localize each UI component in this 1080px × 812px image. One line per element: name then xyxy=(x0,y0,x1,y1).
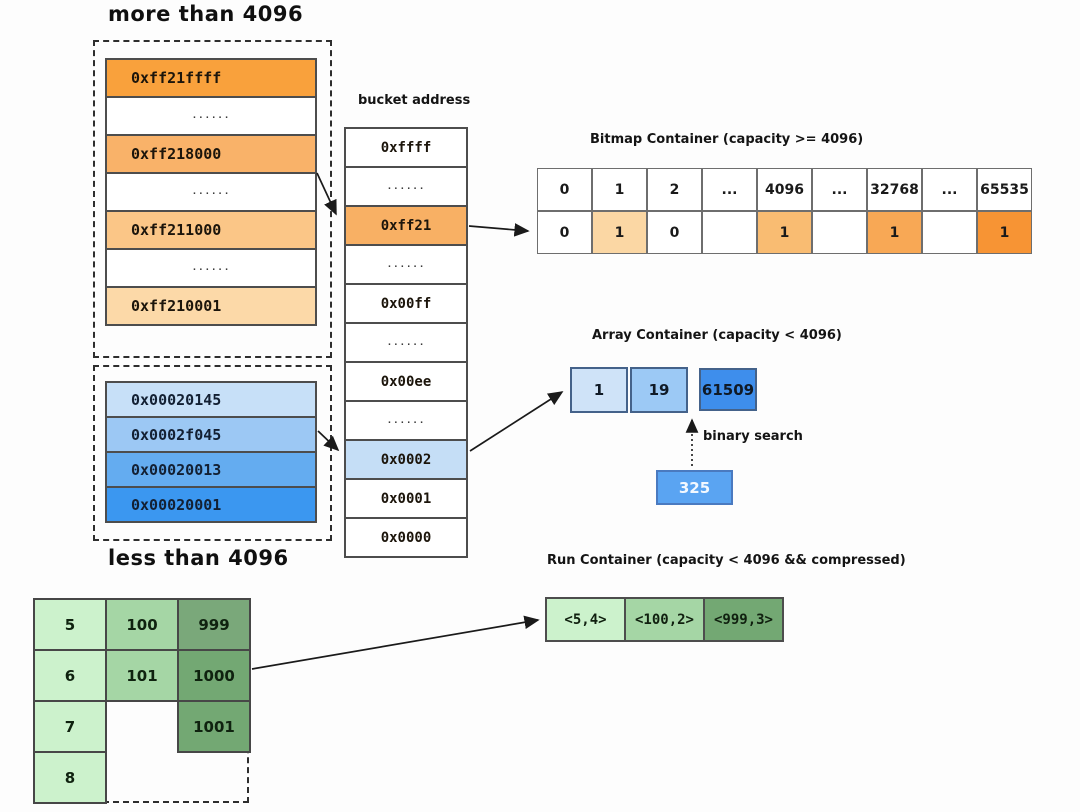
bucket-cell: 0x00ff xyxy=(344,283,468,324)
array-cell: 61509 xyxy=(699,368,757,411)
bitmap-container-title: Bitmap Container (capacity >= 4096) xyxy=(590,132,864,147)
less-than-label: less than 4096 xyxy=(108,546,289,570)
arrow-bucket-to-array xyxy=(469,391,564,452)
bitmap-bit-cell xyxy=(922,211,977,254)
high-page-cell: 0xff218000 xyxy=(105,134,317,174)
arrow-grid-to-run xyxy=(251,615,540,670)
value-cell: 6 xyxy=(33,649,107,702)
bucket-cell-highlight-blue: 0x0002 xyxy=(344,439,468,480)
value-cell: 8 xyxy=(33,751,107,804)
bitmap-container-table: 0 1 2 ... 4096 ... 32768 ... 65535 0 1 0… xyxy=(537,168,1032,254)
high-page-cell: 0xff211000 xyxy=(105,210,317,250)
bucket-address-label: bucket address xyxy=(358,93,471,108)
low-page-cell: 0x00020001 xyxy=(105,486,317,523)
ellipsis-cell: ...... xyxy=(344,244,468,285)
run-container-title: Run Container (capacity < 4096 && compre… xyxy=(547,553,906,568)
bitmap-index-cell: 0 xyxy=(537,168,592,211)
bitmap-index-cell: 4096 xyxy=(757,168,812,211)
low-pages-box xyxy=(93,365,332,541)
ellipsis-cell: ...... xyxy=(105,248,317,288)
bucket-cell: 0x0000 xyxy=(344,517,468,558)
bitmap-index-cell: 2 xyxy=(647,168,702,211)
bitmap-index-cell: 1 xyxy=(592,168,647,211)
value-cell: 7 xyxy=(33,700,107,753)
binary-search-label: binary search xyxy=(703,429,803,444)
high-pages-stack: 0xff21ffff ...... 0xff218000 ...... 0xff… xyxy=(105,58,317,326)
ellipsis-cell: ...... xyxy=(344,166,468,207)
bitmap-bit-cell xyxy=(702,211,757,254)
bucket-address-column: 0xffff ...... 0xff21 ...... 0x00ff .....… xyxy=(344,127,468,558)
bitmap-bit-cell: 1 xyxy=(757,211,812,254)
value-cell: 1000 xyxy=(177,649,251,702)
bitmap-index-cell: 65535 xyxy=(977,168,1032,211)
binary-search-value-box: 325 xyxy=(656,470,733,505)
arrow-bucket-to-bitmap xyxy=(468,223,530,237)
run-cell: <999,3> xyxy=(703,597,784,642)
value-cell: 101 xyxy=(105,649,179,702)
run-values-grid: 5 100 999 6 101 1000 7 1001 8 xyxy=(33,598,251,804)
bitmap-bit-cell: 0 xyxy=(537,211,592,254)
low-page-cell: 0x00020145 xyxy=(105,381,317,418)
bitmap-bit-cell: 1 xyxy=(977,211,1032,254)
ellipsis-cell: ...... xyxy=(105,96,317,136)
bitmap-bit-cell xyxy=(812,211,867,254)
run-cell: <5,4> xyxy=(545,597,626,642)
run-cell: <100,2> xyxy=(624,597,705,642)
array-cell: 19 xyxy=(630,367,688,413)
run-container-table: <5,4> <100,2> <999,3> xyxy=(545,597,784,642)
bitmap-bit-cell: 0 xyxy=(647,211,702,254)
low-pages-stack: 0x00020145 0x0002f045 0x00020013 0x00020… xyxy=(105,381,317,523)
bucket-cell: 0xffff xyxy=(344,127,468,168)
low-page-cell: 0x0002f045 xyxy=(105,416,317,453)
bitmap-bit-cell: 1 xyxy=(592,211,647,254)
array-cell: 1 xyxy=(570,367,628,413)
bitmap-bit-cell: 1 xyxy=(867,211,922,254)
value-cell: 1001 xyxy=(177,700,251,753)
bitmap-index-cell: ... xyxy=(812,168,867,211)
ellipsis-cell: ...... xyxy=(105,172,317,212)
ellipsis-cell: ...... xyxy=(344,400,468,441)
more-than-label: more than 4096 xyxy=(108,2,304,26)
bitmap-index-cell: ... xyxy=(702,168,757,211)
bucket-cell: 0x0001 xyxy=(344,478,468,519)
bitmap-index-cell: 32768 xyxy=(867,168,922,211)
ellipsis-cell: ...... xyxy=(344,322,468,363)
bucket-cell-highlight-orange: 0xff21 xyxy=(344,205,468,246)
high-page-cell: 0xff21ffff xyxy=(105,58,317,98)
value-cell: 100 xyxy=(105,598,179,651)
bitmap-index-cell: ... xyxy=(922,168,977,211)
low-page-cell: 0x00020013 xyxy=(105,451,317,488)
bucket-cell: 0x00ee xyxy=(344,361,468,402)
value-cell: 999 xyxy=(177,598,251,651)
high-page-cell: 0xff210001 xyxy=(105,286,317,326)
value-cell: 5 xyxy=(33,598,107,651)
array-container-title: Array Container (capacity < 4096) xyxy=(592,328,842,343)
